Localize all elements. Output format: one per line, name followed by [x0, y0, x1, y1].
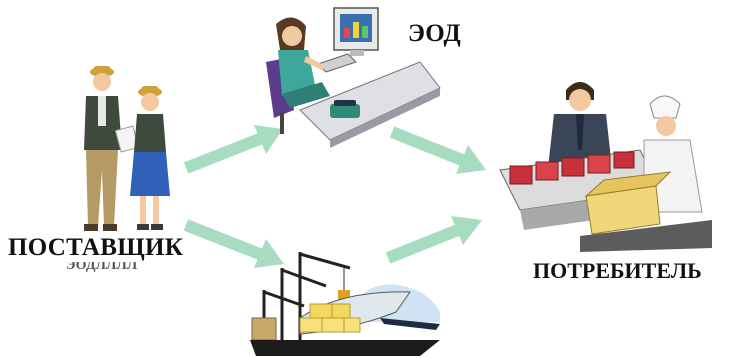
edi-label: ЭОД	[408, 20, 461, 47]
cargo-ship-illustration	[250, 252, 440, 356]
supplier-label: ПОСТАВЩИК	[8, 234, 184, 261]
food-vendors-illustration	[499, 82, 712, 252]
computer-operator-illustration	[266, 7, 441, 148]
supplier-people-illustration	[84, 66, 170, 231]
arrow-ship-to-consumer	[385, 216, 482, 264]
arrow-edi-to-consumer	[389, 126, 486, 174]
consumer-label: ПОТРЕБИТЕЛЬ	[533, 258, 702, 283]
faded-underlay-text: ЭОДЛЛЛЛ	[66, 262, 138, 273]
arrow-supplier-to-ship	[183, 219, 284, 268]
arrow-supplier-to-edi	[183, 125, 283, 174]
